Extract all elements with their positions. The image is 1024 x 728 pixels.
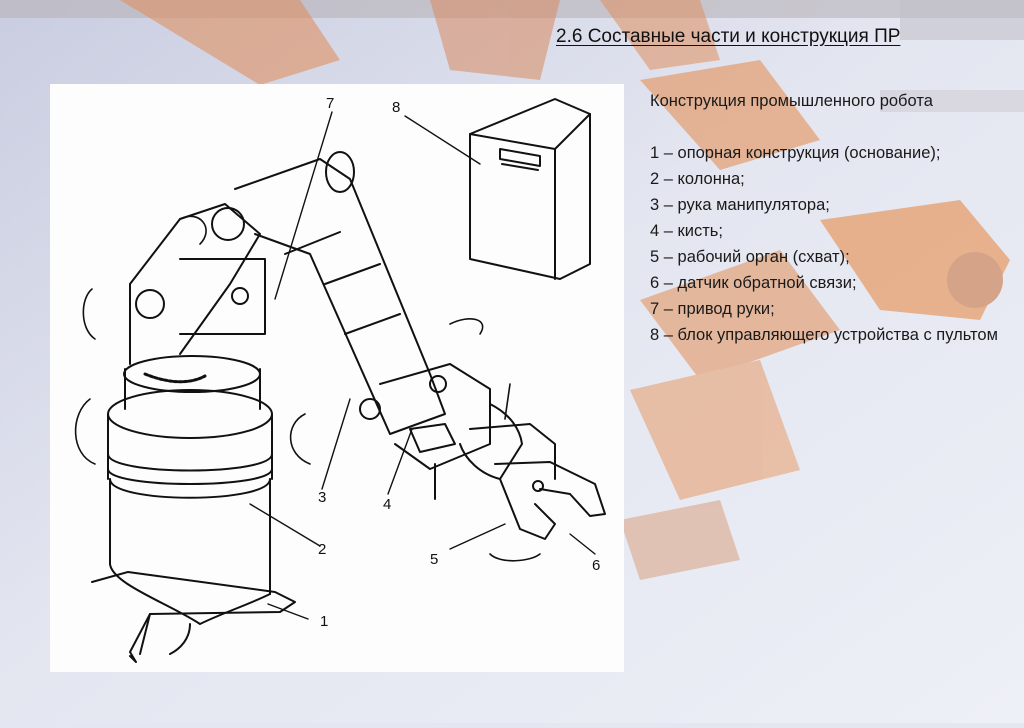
callout-6: 6 xyxy=(592,557,600,574)
description: Конструкция промышленного робота 1 – опо… xyxy=(650,88,1000,348)
robot-photo-overlay xyxy=(120,0,1024,580)
control-cabinet xyxy=(469,98,591,280)
list-item: 2 – колонна; xyxy=(650,170,745,188)
callout-4: 4 xyxy=(383,496,391,513)
callout-5: 5 xyxy=(430,551,438,568)
list-item: 1 – опорная конструкция (основание); xyxy=(650,144,941,162)
list-item: 8 – блок управляющего устройства с пульт… xyxy=(650,326,998,344)
list-item: 7 – привод руки; xyxy=(650,300,775,318)
list-item: 5 – рабочий орган (схват); xyxy=(650,248,850,266)
slide-title: 2.6 Составные части и конструкция ПР xyxy=(556,26,901,47)
robot-column xyxy=(107,355,273,485)
list-item: 4 – кисть; xyxy=(650,222,723,240)
callout-3: 3 xyxy=(318,489,326,506)
robot-gripper xyxy=(459,403,606,540)
callout-8: 8 xyxy=(392,99,400,116)
robot-base xyxy=(91,478,296,663)
description-heading: Конструкция промышленного робота xyxy=(650,92,933,110)
callout-2: 2 xyxy=(318,541,326,558)
robot-diagram: 1 2 3 4 5 6 7 8 xyxy=(50,84,624,672)
list-item: 3 – рука манипулятора; xyxy=(650,196,830,214)
list-item: 6 – датчик обратной связи; xyxy=(650,274,857,292)
robot-upright xyxy=(129,203,266,365)
callout-1: 1 xyxy=(320,613,328,630)
robot-wrist xyxy=(379,363,491,500)
callout-7: 7 xyxy=(326,95,334,112)
rotation-arrows xyxy=(74,215,541,562)
robot-arm xyxy=(234,151,446,435)
leader-lines xyxy=(249,111,596,620)
